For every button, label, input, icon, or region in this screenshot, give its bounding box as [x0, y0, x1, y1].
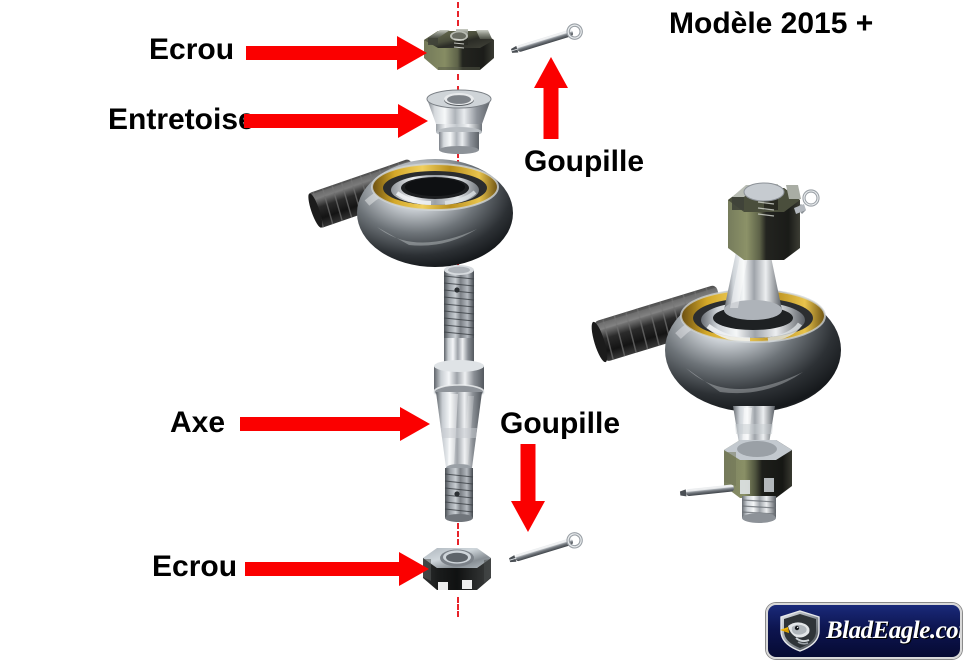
part-rod-end	[305, 145, 540, 270]
label-nut-top: Ecrou	[149, 33, 235, 66]
brand-logo[interactable]: BladEagle.com	[766, 603, 962, 659]
centerline-segment	[457, 523, 459, 545]
label-axle: Axe	[170, 406, 226, 439]
label-cotter-pin-top: Goupille	[524, 145, 644, 178]
label-cotter-pin-bottom: Goupille	[500, 407, 620, 440]
diagram-title: Modèle 2015 +	[669, 7, 874, 40]
eagle-shield-icon	[778, 610, 822, 652]
part-spacer	[424, 88, 494, 154]
centerline-segment	[457, 2, 459, 26]
label-nut-bottom: Ecrou	[152, 550, 238, 583]
part-castle-nut-top	[418, 18, 500, 80]
arrow-to-spacer	[244, 104, 428, 138]
part-cotter-pin-top	[508, 22, 590, 58]
centerline-segment	[457, 74, 459, 92]
part-castle-nut-bottom	[418, 538, 496, 600]
part-cotter-pin-bottom	[505, 530, 591, 568]
arrow-to-axle	[240, 407, 430, 441]
arrow-to-nut-top	[246, 36, 427, 70]
arrow-to-cotter-pin-bottom	[511, 444, 545, 532]
part-axle-pin	[424, 262, 494, 524]
brand-logo-text: BladEagle.com	[826, 617, 960, 644]
label-spacer: Entretoise	[108, 103, 255, 136]
part-assembled-unit	[591, 160, 888, 523]
arrow-to-cotter-pin-top	[534, 57, 568, 139]
arrow-to-nut-bottom	[245, 552, 429, 586]
centerline-segment	[457, 597, 459, 617]
